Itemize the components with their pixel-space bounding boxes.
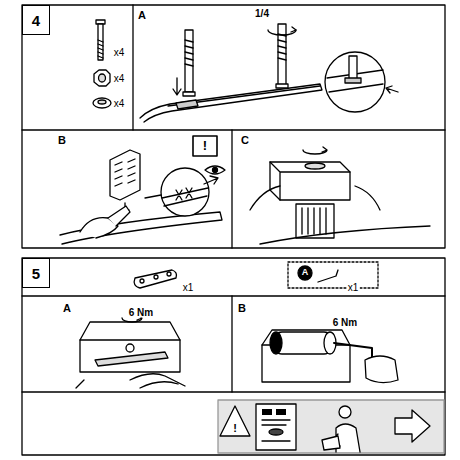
foot-drawing [250,147,430,244]
step-panel [22,5,445,248]
quantity: x4 [113,98,126,109]
warning-mark: ! [232,422,238,434]
pad-drawing [60,136,225,244]
step-number-box: 4 [22,5,50,35]
quantity: x1 [182,282,195,293]
step-number: 5 [32,266,40,281]
knob-drawing [262,262,398,383]
torque-value: 6 Nm [332,317,358,328]
sub-step-letter: B [237,302,247,314]
quantity: x4 [113,47,126,58]
plate-icon [134,270,176,288]
step-panel [22,258,445,455]
step-number: 4 [32,13,40,28]
quantity: x1 [347,282,360,293]
tool-letter: A [301,268,310,278]
bracket-drawing [76,315,185,388]
quantity: x4 [113,73,126,84]
parts-icons [93,20,111,108]
torque-value: 6 Nm [128,307,154,318]
rotation-amount: 1/4 [254,8,270,19]
sub-step-letter: B [57,134,67,146]
manual-pictogram [218,400,444,453]
step-number-box: 5 [22,258,50,288]
warning-mark: ! [202,139,208,153]
sub-step-letter: C [240,134,250,146]
sub-step-letter: A [137,9,147,21]
rail-bolt-drawing [140,24,398,122]
sub-step-letter: A [62,302,72,314]
